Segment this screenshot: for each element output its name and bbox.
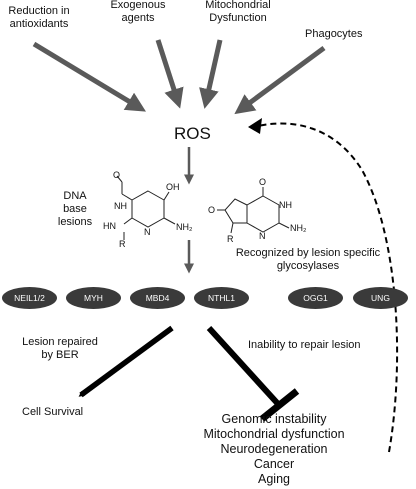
glycosylase-myh: MYH [66, 287, 121, 309]
atom-label: O [113, 170, 121, 180]
atom-label: NH₂ [176, 222, 193, 232]
inhibition-bar [259, 388, 300, 422]
arrow-phagocytes-to-ros [234, 45, 326, 115]
arrow-mito-to-ros [199, 39, 223, 109]
lesion-molecule-2 [217, 187, 290, 234]
lesion-repaired-label: Lesion repaired by BER [22, 336, 98, 361]
ros-label: ROS [174, 124, 211, 143]
atom-label: NH [114, 201, 127, 211]
atom-label: HN [103, 221, 116, 231]
outcome-aging: Aging [258, 472, 290, 486]
atom-label: NH₂ [290, 223, 307, 233]
arrow-exogenous-to-ros [155, 39, 184, 109]
recognized-by-glycosylases-label: Recognized by lesion specific glycosylas… [235, 247, 381, 272]
label-reduction-antioxidants: Reduction in antioxidants [8, 5, 70, 30]
glycosylase-ung: UNG [353, 287, 408, 309]
atom-label: O [259, 177, 267, 187]
atom-label: R [227, 234, 234, 244]
label-exogenous-agents: Exogenous agents [110, 0, 166, 24]
feedback-dashed-arrow [257, 122, 399, 453]
atom-label: R [119, 239, 126, 249]
atom-label: NH [279, 200, 292, 210]
glycosylase-ogg1: OGG1 [288, 287, 343, 309]
atom-label: O [208, 205, 216, 215]
atom-label: N [259, 231, 266, 241]
lesion-molecule-1 [116, 175, 176, 240]
outcome-cancer: Cancer [253, 457, 295, 471]
dna-base-lesions-label: DNA base lesions [57, 190, 93, 228]
inhibition-line [206, 325, 282, 408]
outcome-genomic-instability: Genomic instability [221, 412, 327, 426]
feedback-arrowhead [248, 118, 262, 134]
glycosylase-mbd4: MBD4 [130, 287, 185, 309]
inability-to-repair-label: Inability to repair lesion [248, 339, 361, 351]
label-phagocytes: Phagocytes [305, 28, 363, 40]
arrow-to-cell-survival [78, 325, 174, 398]
arrow-antioxidants-to-ros [32, 41, 146, 112]
label-mitochondrial-dysfunction: Mitochondrial Dysfunction [205, 0, 271, 24]
outcome-neurodegeneration: Neurodegeneration [220, 442, 328, 456]
glycosylase-neil12: NEIL1/2 [2, 287, 57, 309]
atom-label: OH [166, 182, 180, 192]
glycosylase-nthl1: NTHL1 [194, 287, 249, 309]
atom-label: N [144, 227, 151, 237]
cell-survival-label: Cell Survival [22, 406, 84, 418]
outcome-mitochondrial-dysfunction: Mitochondrial dysfunction [203, 427, 345, 441]
